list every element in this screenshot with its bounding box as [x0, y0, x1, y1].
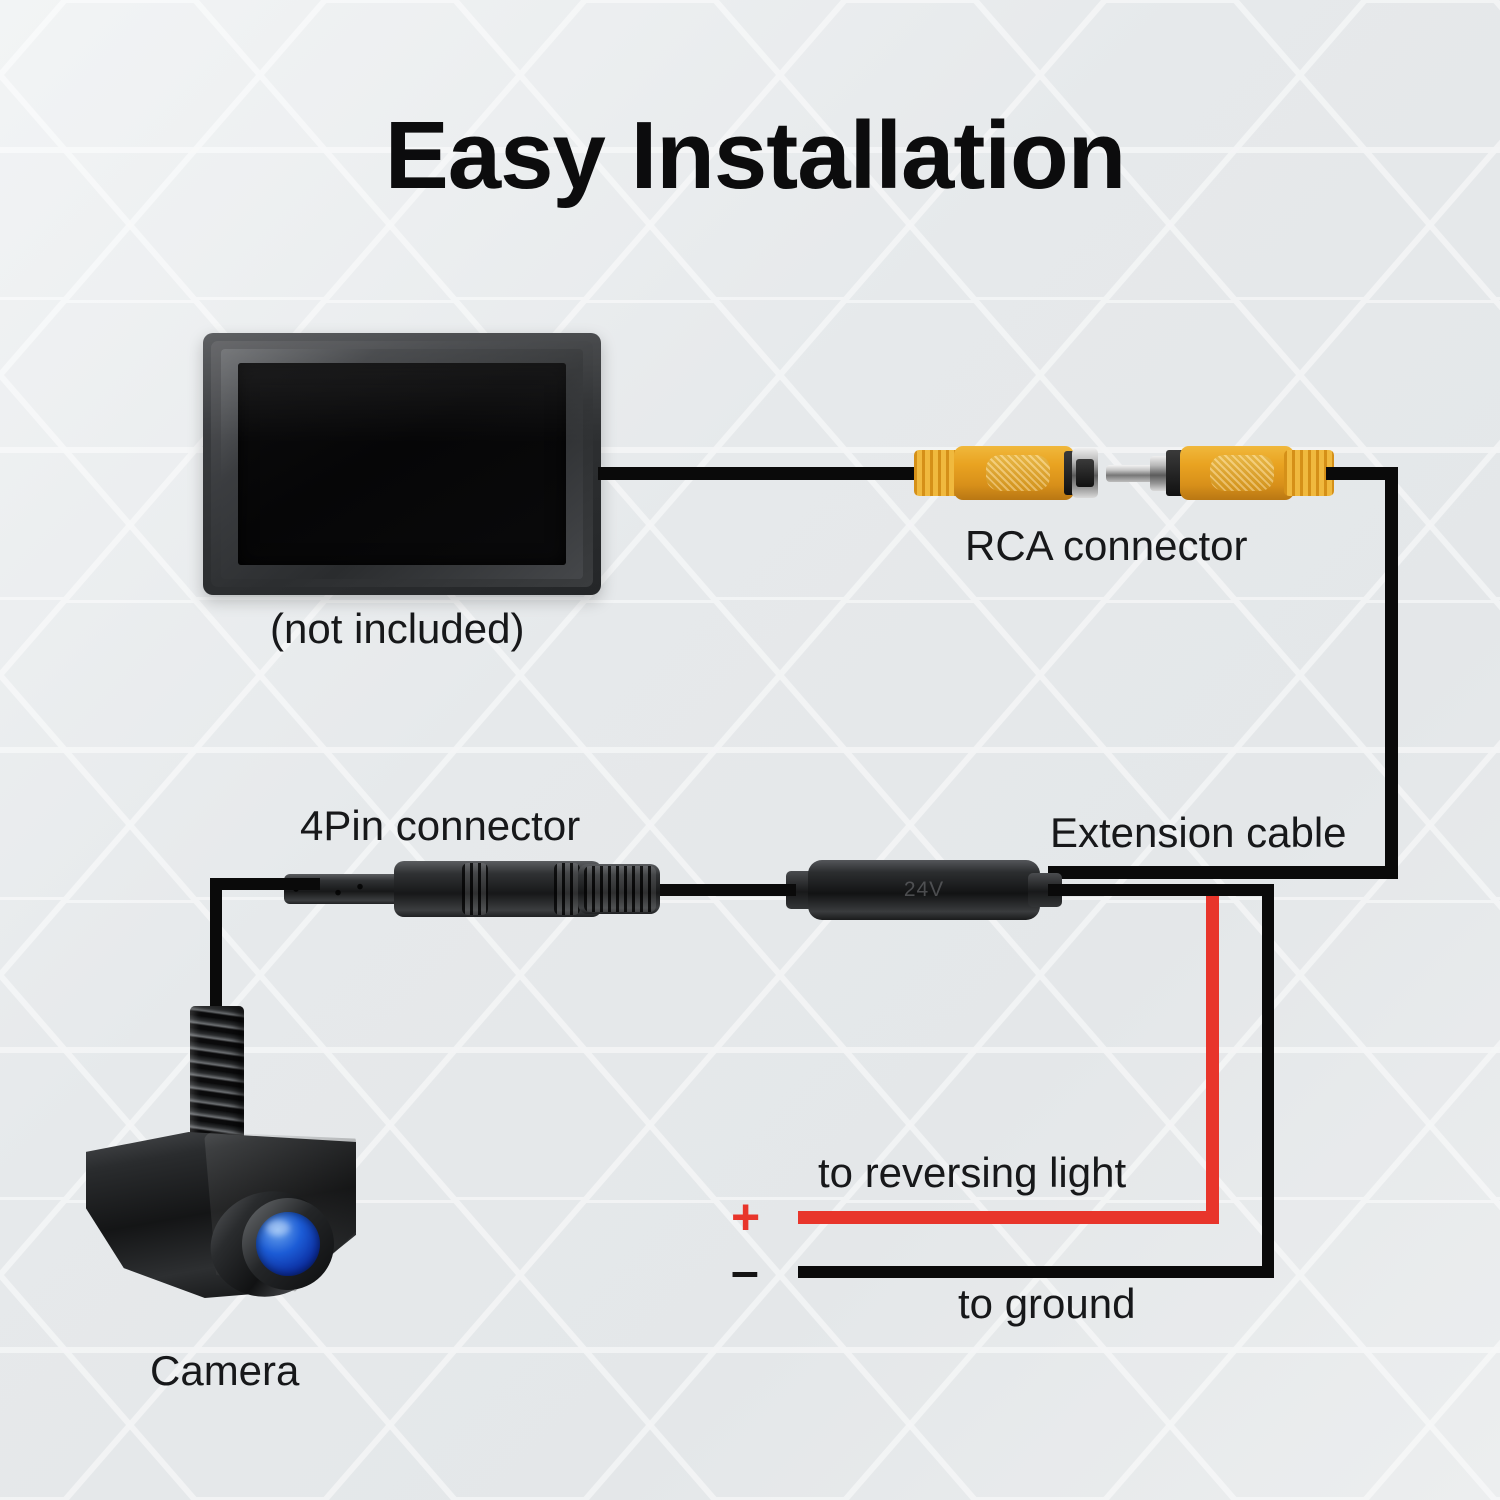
monitor-label: (not included) [270, 605, 525, 652]
rca-male-strain-relief [1284, 450, 1334, 496]
monitor-display [203, 333, 601, 595]
inline-power-module: 24V [786, 852, 1062, 928]
pin4-ring-group-b [554, 863, 580, 915]
wire-camera-vertical [210, 878, 222, 1028]
module-body [808, 860, 1040, 920]
rca-female-texture-plate [986, 455, 1050, 491]
page-title: Easy Installation [384, 102, 1127, 209]
wire-monitor-to-rca [598, 467, 928, 480]
monitor-screen [238, 363, 566, 565]
wire-red-horizontal [798, 1211, 1219, 1224]
camera-label: Camera [150, 1347, 300, 1394]
rca-male-connector [1106, 437, 1336, 509]
minus-symbol: – [731, 1243, 759, 1299]
wire-camera-horizontal [210, 878, 320, 890]
camera-lens-glass [256, 1212, 320, 1276]
pin4-connector [278, 852, 670, 924]
extension-cable-label: Extension cable [1050, 809, 1347, 856]
camera-lens-highlight [266, 1220, 290, 1236]
ground-label: to ground [958, 1280, 1136, 1327]
rca-female-socket-hole [1076, 459, 1094, 487]
rca-male-texture-plate [1210, 455, 1274, 491]
rear-view-camera [86, 1000, 416, 1330]
wire-pin4-to-module [660, 884, 796, 896]
rca-male-center-pin [1106, 465, 1162, 482]
pin4-grip-rings [584, 866, 656, 912]
plus-symbol: + [731, 1189, 761, 1245]
wire-black-horizontal [798, 1266, 1274, 1278]
wire-right-vertical [1385, 467, 1398, 879]
wire-black-vertical [1262, 884, 1274, 1274]
wire-red-vertical [1206, 886, 1219, 1224]
pin4-connector-label: 4Pin connector [300, 802, 581, 849]
pin4-ring-group-a [462, 863, 488, 915]
reversing-light-label: to reversing light [818, 1149, 1127, 1196]
wire-black-branch-horizontal [1048, 884, 1274, 896]
wire-rca-to-corner [1326, 467, 1398, 480]
rca-female-connector [914, 437, 1104, 509]
wire-extension-horizontal [1048, 866, 1398, 879]
camera-threaded-mount [190, 1006, 244, 1146]
rca-connector-label: RCA connector [965, 522, 1248, 569]
module-voltage-marking: 24V [903, 878, 945, 901]
